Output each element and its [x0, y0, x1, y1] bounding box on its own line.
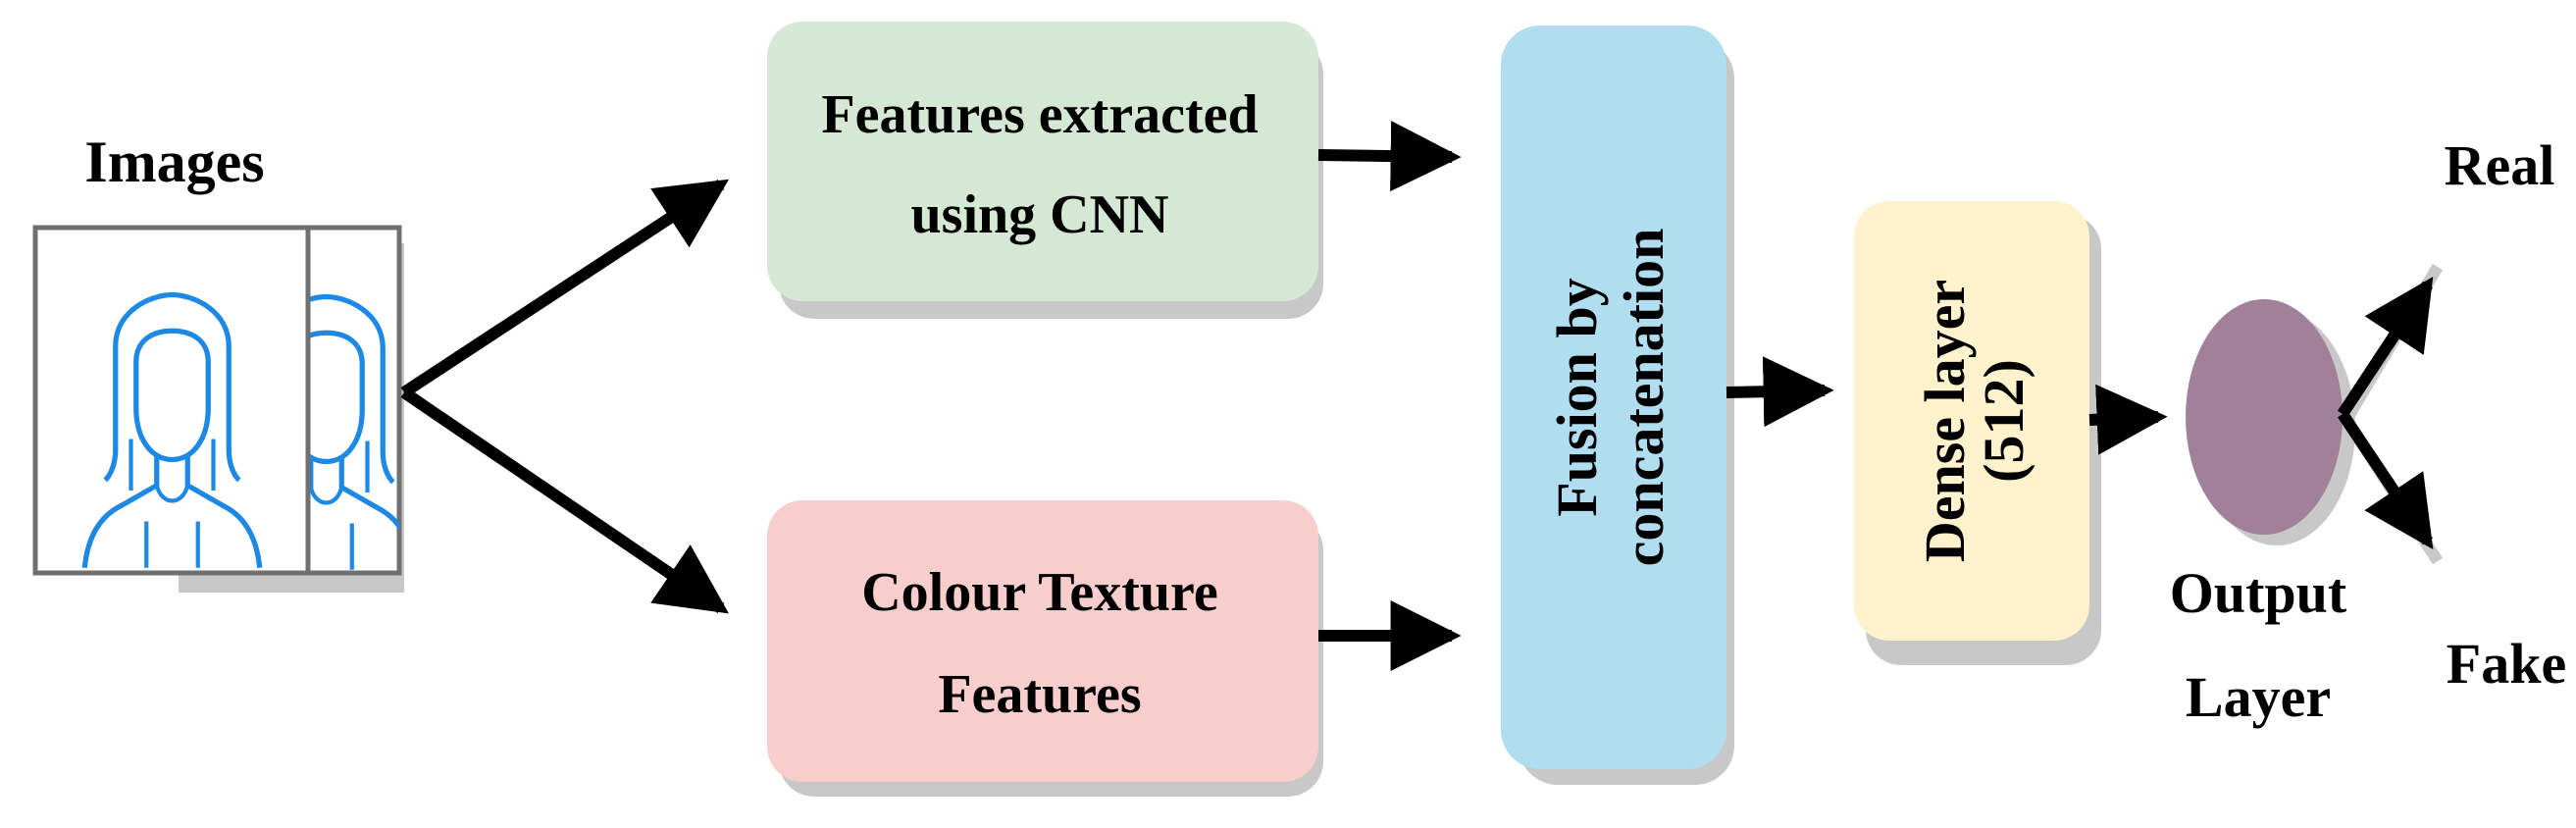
arrow-output-to-fake — [2338, 410, 2434, 549]
colour-texture-box — [767, 500, 1318, 782]
arrow-output-to-real — [2337, 276, 2434, 418]
arrow-images-to-colour — [400, 388, 729, 614]
images-label: Images — [84, 129, 264, 194]
arrow-shadows — [2341, 263, 2444, 565]
colour-box-line1: Colour Texture — [861, 562, 1218, 623]
image-frame-front — [32, 225, 311, 576]
output-label-line1: Output — [2170, 561, 2347, 625]
arrow-cnn-to-fusion — [1317, 121, 1462, 192]
arrow-fusion-to-dense — [1726, 356, 1834, 428]
output-label-line2: Layer — [2186, 665, 2331, 729]
arrow-dense-to-output — [2088, 384, 2168, 455]
output-node — [2186, 299, 2343, 535]
dense-layer-box — [1854, 201, 2089, 641]
cnn-features-box — [767, 22, 1318, 301]
dense-box-line2: (512) — [1972, 359, 2035, 483]
dense-box-line1: Dense layer — [1913, 280, 1977, 562]
image-stack — [32, 225, 404, 593]
arrow-images-to-cnn — [400, 179, 730, 398]
fusion-box-line2: concatenation — [1612, 229, 1675, 567]
fusion-box — [1501, 26, 1726, 769]
result-real-label: Real — [2445, 133, 2555, 197]
fusion-box-line1: Fusion by — [1545, 278, 1609, 516]
colour-box-line2: Features — [938, 664, 1141, 725]
result-fake-label: Fake — [2447, 632, 2566, 696]
cnn-box-line2: using CNN — [911, 184, 1169, 245]
cnn-box-line1: Features extracted — [821, 84, 1258, 145]
